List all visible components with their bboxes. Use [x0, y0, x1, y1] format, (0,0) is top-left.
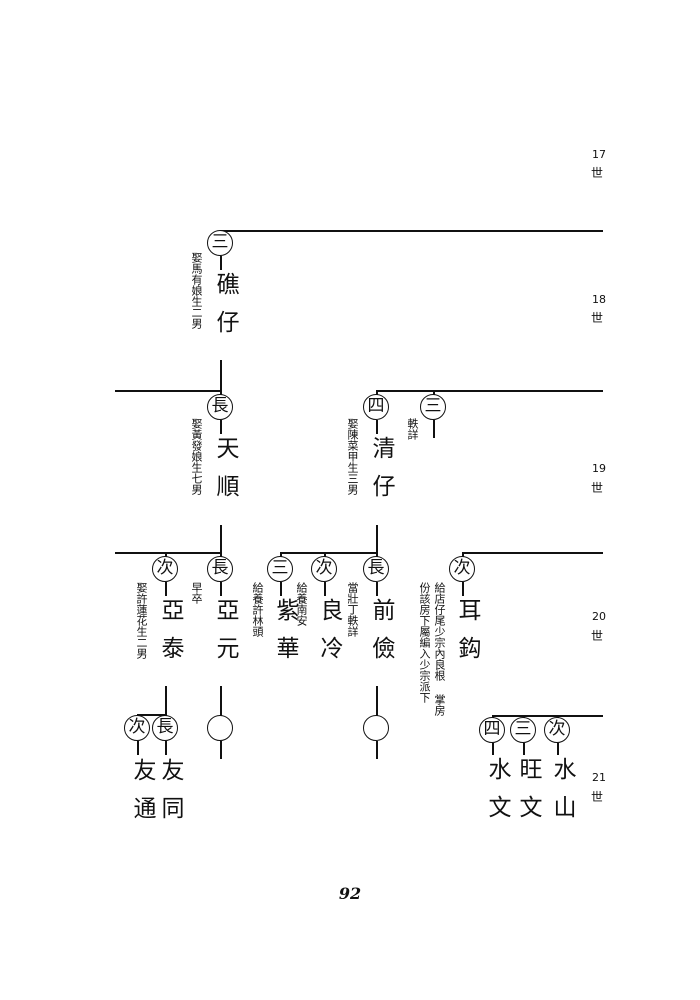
person-name: 旺文 — [515, 757, 541, 833]
tree-connector — [165, 686, 167, 716]
tree-branch-line — [492, 715, 603, 717]
tree-connector — [433, 390, 435, 396]
birth-order-circle: 三 — [510, 717, 536, 743]
generation-18-number: 18 — [592, 293, 606, 306]
generation-19-number: 19 — [592, 462, 606, 475]
tree-connector — [492, 743, 494, 755]
birth-order-circle: 次 — [152, 556, 178, 582]
tree-connector — [376, 741, 378, 759]
tree-connector — [165, 582, 167, 596]
generation-21-label: 世 — [591, 790, 604, 804]
birth-order-circle: 長 — [207, 556, 233, 582]
tree-connector — [376, 390, 378, 396]
tree-branch-line — [280, 552, 377, 554]
birth-order-circle: 次 — [449, 556, 475, 582]
generation-18-label: 世 — [591, 311, 604, 325]
tree-connector — [220, 256, 222, 270]
tree-connector — [165, 552, 167, 558]
tree-connector — [220, 390, 222, 396]
person-note: 娶黃發娘生七男 — [190, 418, 203, 495]
person-note: 給店仔尾少宗內良根 掌房 — [433, 582, 446, 716]
tree-connector — [376, 525, 378, 553]
tree-connector — [376, 686, 378, 716]
person-name: 水文 — [484, 757, 510, 833]
tree-connector — [220, 420, 222, 434]
generation-20-label: 世 — [591, 629, 604, 643]
person-name: 紫華 — [272, 598, 298, 674]
person-name: 良冷 — [316, 598, 342, 674]
person-name: 水山 — [549, 757, 575, 833]
person-name: 亞泰 — [157, 598, 183, 674]
tree-connector — [376, 420, 378, 434]
person-note: 娶陳菜甲生三男 — [346, 418, 359, 495]
page-number: 92 — [338, 884, 362, 903]
tree-connector — [523, 715, 525, 718]
tree-branch-line — [462, 552, 603, 554]
person-name: 友通 — [129, 758, 155, 834]
tree-connector — [523, 743, 525, 755]
tree-connector — [433, 420, 435, 438]
tree-connector — [324, 552, 326, 558]
tree-connector — [220, 582, 222, 596]
tree-connector — [220, 552, 222, 558]
person-note: 娶許蓮花生二男 — [135, 582, 148, 659]
tree-connector — [280, 582, 282, 596]
person-note: 早卒 — [190, 582, 203, 604]
tree-branch-line — [376, 390, 603, 392]
tree-connector — [220, 686, 222, 716]
person-name: 礁仔 — [212, 272, 238, 348]
person-name: 清仔 — [368, 436, 394, 512]
tree-connector — [220, 525, 222, 553]
person-note: 給養南安 — [295, 582, 308, 626]
tree-connector — [462, 582, 464, 596]
tree-branch-line — [220, 230, 603, 232]
generation-21-number: 21 — [592, 771, 606, 784]
tree-connector — [220, 360, 222, 390]
tree-branch-line — [115, 390, 221, 392]
birth-order-circle: 次 — [311, 556, 337, 582]
person-note: 軼詳 — [406, 418, 419, 440]
birth-order-circle: 長 — [152, 715, 178, 741]
birth-order-circle: 四 — [479, 717, 505, 743]
person-note: 份該房下屬編入少宗派下 — [418, 582, 431, 703]
tree-connector — [557, 743, 559, 755]
generation-17-label: 世 — [591, 166, 604, 180]
unnamed-descendant-circle — [207, 715, 233, 741]
birth-order-circle: 三 — [420, 394, 446, 420]
person-note: 娶馬有娘生二男 — [190, 252, 203, 329]
tree-connector — [462, 552, 464, 558]
tree-connector — [557, 715, 559, 718]
tree-branch-line — [115, 552, 221, 554]
birth-order-circle: 次 — [124, 715, 150, 741]
unnamed-descendant-circle — [363, 715, 389, 741]
tree-connector — [137, 741, 139, 755]
generation-20-number: 20 — [592, 610, 606, 623]
tree-connector — [376, 552, 378, 558]
person-note: 當壯丁軼詳 — [346, 582, 359, 637]
person-name: 亞元 — [212, 598, 238, 674]
person-note: 給養許林頭 — [251, 582, 264, 637]
birth-order-circle: 長 — [363, 556, 389, 582]
person-name: 耳鈎 — [454, 598, 480, 674]
person-name: 友同 — [157, 758, 183, 834]
tree-connector — [376, 582, 378, 596]
tree-connector — [220, 741, 222, 759]
tree-branch-line — [137, 714, 166, 716]
birth-order-circle: 四 — [363, 394, 389, 420]
generation-17-number: 17 — [592, 148, 606, 161]
tree-connector — [324, 582, 326, 596]
tree-connector — [280, 552, 282, 558]
birth-order-circle: 三 — [267, 556, 293, 582]
tree-connector — [492, 715, 494, 718]
tree-connector — [165, 741, 167, 755]
birth-order-circle: 次 — [544, 717, 570, 743]
birth-order-circle: 長 — [207, 394, 233, 420]
person-name: 前儉 — [368, 598, 394, 674]
birth-order-circle: 三 — [207, 230, 233, 256]
generation-19-label: 世 — [591, 481, 604, 495]
person-name: 天順 — [212, 436, 238, 512]
